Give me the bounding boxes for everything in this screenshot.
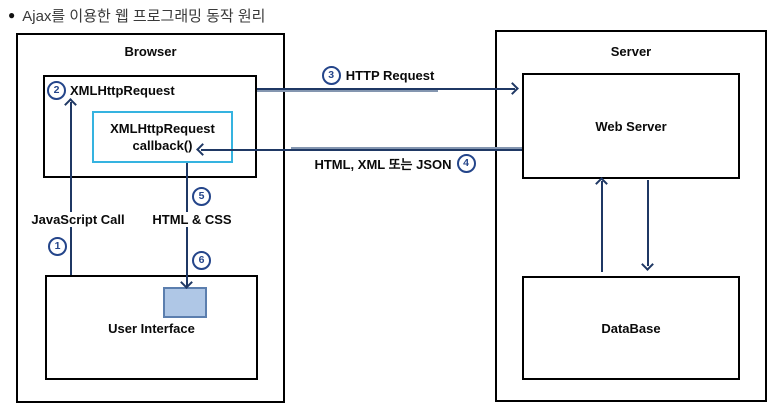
bullet-icon: ● — [8, 8, 16, 22]
user-interface-label: User Interface — [108, 321, 195, 336]
step-5-badge: 5 — [192, 187, 211, 206]
arrow-shadow — [257, 90, 438, 92]
response-arrow — [201, 147, 522, 151]
page-title-text: Ajax를 이용한 웹 프로그래밍 동작 원리 — [22, 7, 266, 25]
xhr-header: 2 XMLHttpRequest — [47, 81, 175, 100]
database-to-webserver-arrow — [601, 181, 603, 272]
server-label: Server — [610, 44, 652, 59]
callback-box-line2: callback() — [132, 138, 193, 153]
response-label: HTML, XML 또는 JSON — [314, 157, 452, 172]
html-css-label: HTML & CSS — [147, 212, 237, 227]
step-2-badge: 2 — [47, 81, 66, 100]
database-box: DataBase — [522, 276, 740, 380]
database-label: DataBase — [601, 320, 661, 336]
web-server-box: Web Server — [522, 73, 740, 179]
step-4-badge: 4 — [456, 154, 476, 173]
webserver-to-database-arrow — [647, 180, 649, 266]
arrow-shadow — [290, 147, 522, 149]
xhr-label: XMLHttpRequest — [70, 83, 175, 98]
step-1-badge: 1 — [48, 237, 67, 256]
step-6-badge: 6 — [192, 251, 211, 270]
ui-content-square — [163, 287, 207, 318]
user-interface-box — [45, 275, 258, 380]
javascript-call-arrow — [70, 102, 72, 275]
web-server-label: Web Server — [595, 118, 667, 134]
callback-box-line1: XMLHttpRequest — [110, 121, 215, 136]
http-request-label-row: 3 HTTP Request — [303, 66, 453, 85]
page-title: ● Ajax를 이용한 웹 프로그래밍 동작 원리 — [8, 4, 265, 26]
step-3-badge: 3 — [321, 66, 341, 85]
http-request-arrow — [257, 88, 515, 92]
callback-box: XMLHttpRequest callback() — [92, 111, 233, 163]
javascript-call-label: JavaScript Call — [24, 212, 132, 227]
browser-label: Browser — [124, 44, 177, 59]
http-request-label: HTTP Request — [345, 68, 435, 83]
response-label-row: HTML, XML 또는 JSON 4 — [296, 154, 494, 173]
